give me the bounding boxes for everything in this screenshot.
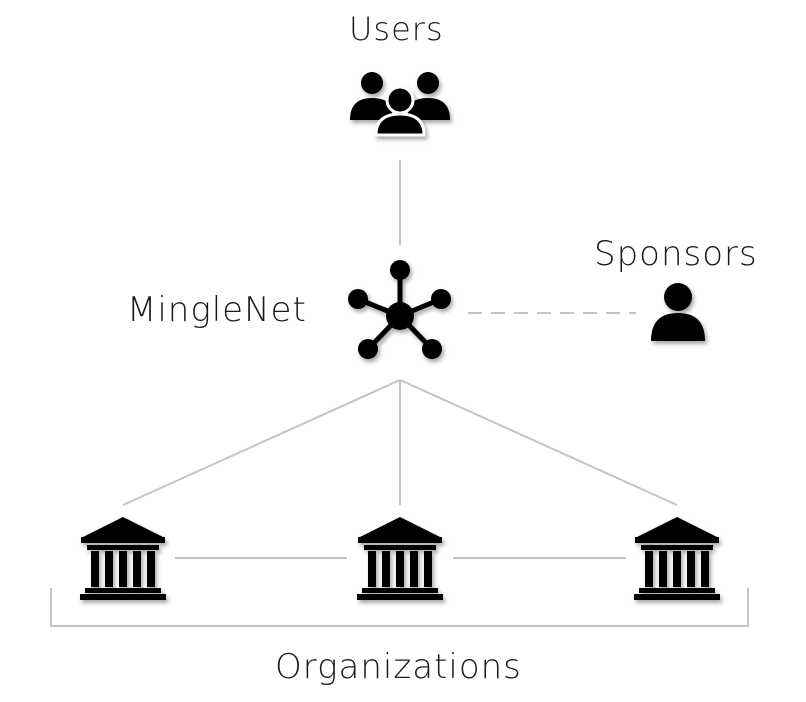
sponsor-user-icon: [651, 283, 705, 341]
hub-to-org-right-line: [399, 379, 678, 506]
users-label: Users: [349, 10, 444, 48]
connector-lines: [50, 160, 749, 627]
organizations-label: Organizations: [275, 647, 522, 687]
minglenet-label: MingleNet: [127, 290, 307, 330]
organization-left-icon: [80, 517, 166, 600]
hub-to-org-left-line: [122, 379, 401, 506]
organization-right-icon: [634, 517, 720, 600]
sponsors-label: Sponsors: [594, 234, 758, 274]
network-hub-icon: [348, 260, 451, 359]
users-group-icon: [350, 72, 450, 137]
organizations-bracket: [50, 588, 749, 627]
organization-center-icon: [357, 517, 443, 600]
